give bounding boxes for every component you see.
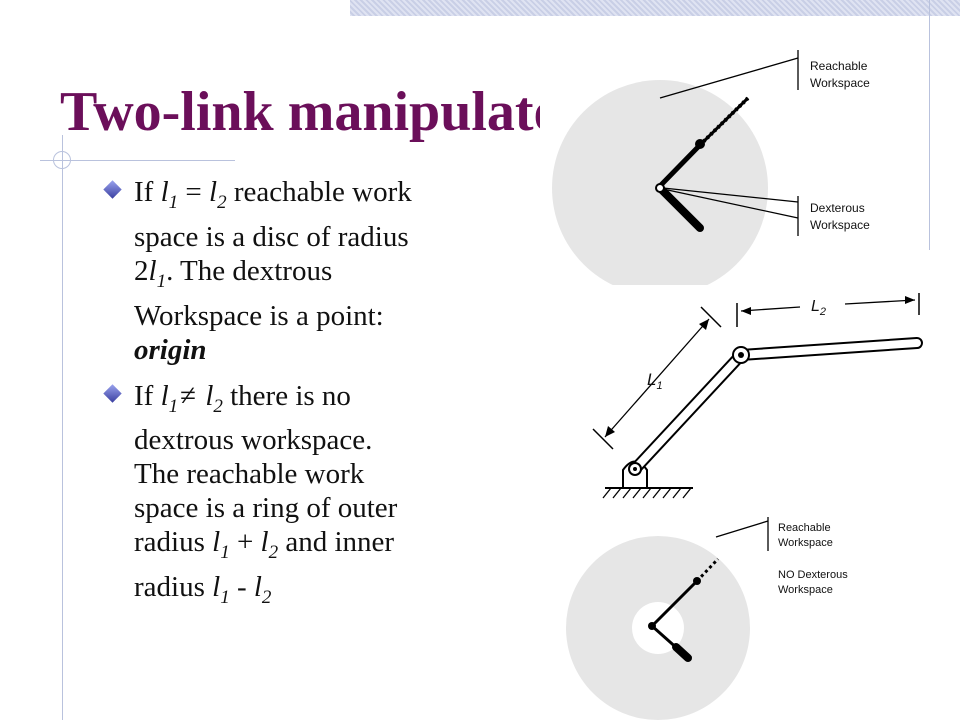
math-variable: l1	[212, 571, 230, 608]
dexterous-pointer-a	[662, 187, 799, 203]
elbow-joint	[693, 577, 701, 585]
l2-dimension-line-right	[844, 299, 916, 305]
bullet-line: If l1≠ l2 there is no	[134, 379, 520, 424]
figure-disc-workspace: Reachable Workspace Dexterous Workspace	[540, 40, 900, 300]
slide-title: Two-link manipulator	[60, 81, 587, 143]
reachable-pointer	[715, 520, 769, 538]
bullet-text: -	[229, 571, 254, 604]
bullet-line: radius l1 - l2	[134, 570, 520, 615]
reachable-label-line2: Workspace	[810, 76, 870, 90]
decorative-vertical-rule	[62, 135, 63, 720]
svg-text:L2: L2	[811, 298, 826, 318]
ring-reachable-label-line2: Workspace	[778, 537, 833, 549]
diamond-bullet-icon	[103, 383, 122, 403]
math-variable: l1	[160, 176, 179, 213]
base-joint	[655, 183, 665, 193]
bullet-text: If	[134, 176, 161, 208]
bullet-line: Workspace is a point:	[134, 299, 520, 333]
bullet-line: radius l1 + l2 and inner	[134, 525, 520, 570]
l1-dimension-line	[604, 318, 710, 438]
reachable-pointer	[659, 57, 799, 99]
link-2	[656, 184, 704, 232]
bullet-text: dextrous workspace.	[134, 424, 373, 457]
decorative-top-band	[350, 0, 960, 16]
bullet-text: The reachable work	[134, 458, 365, 491]
reachable-label-line1: Reachable	[810, 59, 868, 73]
bullet-text: reachable work	[226, 176, 412, 208]
bullet-text: radius	[134, 526, 213, 559]
bullet-line: origin	[134, 333, 520, 367]
bullet-text: space is a disc of radius	[134, 220, 409, 253]
math-variable: l1	[212, 526, 230, 564]
bullet-line: 2l1. The dextrous	[134, 254, 520, 299]
figure-link-dimensions: L1 L2	[575, 285, 940, 515]
figure-ring-workspace: Reachable Workspace NO Dexterous Workspa…	[560, 515, 890, 720]
bullet-text: radius	[134, 571, 213, 604]
decorative-horizontal-rule	[40, 160, 235, 161]
math-variable: l2	[253, 571, 272, 608]
dexterous-label-line2: Workspace	[810, 218, 870, 232]
link-1	[658, 143, 702, 188]
ring-reachable-label-line1: Reachable	[778, 522, 831, 534]
bullet-text: Workspace is a point:	[134, 299, 384, 332]
bullet-line: The reachable work	[134, 457, 520, 491]
bullet-text: space is a ring of outer	[134, 492, 398, 525]
l2-subscript: 2	[819, 306, 826, 318]
math-variable: l1	[148, 254, 167, 292]
bullet-text: and inner	[278, 526, 395, 559]
not-equal-symbol: ≠	[180, 379, 197, 412]
bullet-line: dextrous workspace.	[134, 423, 520, 457]
bullet-line: If l1 = l2 reachable work	[134, 175, 520, 220]
math-variable: l1	[160, 379, 179, 417]
emphasis-text: origin	[134, 333, 207, 366]
dexterous-label-line1: Dexterous	[810, 201, 865, 215]
decorative-side-line	[929, 0, 930, 250]
math-variable: l2	[209, 176, 227, 213]
no-dexterous-label-line2: Workspace	[778, 584, 833, 596]
joint-elbow	[695, 139, 705, 149]
svg-text:L1: L1	[647, 370, 663, 392]
bullet-text: If	[134, 379, 161, 412]
bullet-line: space is a ring of outer	[134, 491, 520, 525]
bullet-text: =	[178, 176, 209, 208]
decorative-corner-ring	[53, 151, 71, 169]
l1-label: L	[647, 370, 656, 389]
no-dexterous-label-line1: NO Dexterous	[778, 569, 848, 581]
dexterous-pointer-b	[662, 188, 799, 219]
bullet-text: there is no	[222, 379, 351, 412]
l2-label: L	[811, 298, 820, 315]
bullet-text: 2	[134, 254, 149, 287]
bullet-text: +	[229, 526, 261, 559]
bullet-text: . The dextrous	[166, 254, 333, 287]
l1-subscript: 1	[656, 380, 662, 392]
bullet-line: space is a disc of radius	[134, 220, 520, 254]
diamond-bullet-icon	[103, 180, 122, 199]
math-variable: l2	[260, 526, 279, 564]
link-1	[650, 579, 699, 628]
math-variable: l2	[205, 379, 223, 417]
